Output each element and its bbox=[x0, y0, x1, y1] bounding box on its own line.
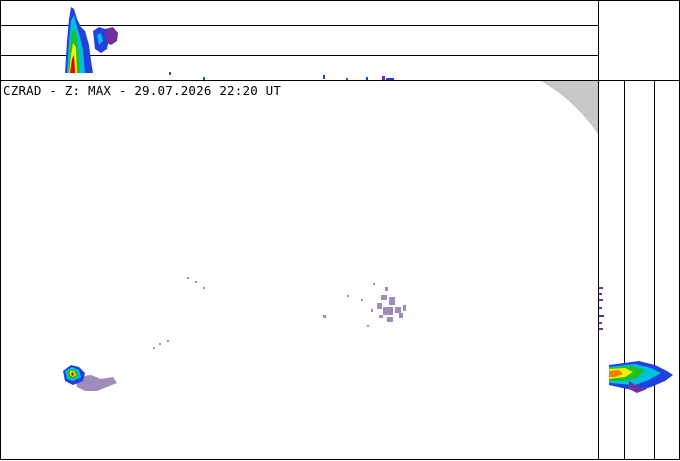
weak-echo-cluster bbox=[323, 283, 406, 327]
right-projection-panel bbox=[598, 80, 680, 460]
radar-plan-view[interactable]: CZRAD - Z: MAX - 29.07.2026 22:20 UT bbox=[0, 80, 599, 460]
page-title: CZRAD - Z: MAX - 29.07.2026 22:20 UT bbox=[3, 83, 282, 98]
height-gridline bbox=[1, 25, 598, 26]
height-gridline bbox=[1, 55, 598, 56]
storm-cell bbox=[63, 365, 117, 391]
corner-panel bbox=[598, 0, 680, 81]
echo-scatter-right bbox=[599, 287, 604, 330]
radar-echo-map bbox=[63, 81, 598, 391]
height-gridline bbox=[624, 81, 625, 459]
top-projection-panel bbox=[0, 0, 599, 81]
out-of-range-area bbox=[541, 81, 598, 135]
top-projection-echoes bbox=[65, 7, 394, 80]
echo-column-right bbox=[609, 361, 673, 393]
height-gridline bbox=[654, 81, 655, 459]
echo-column-top bbox=[65, 7, 118, 73]
right-projection-echoes bbox=[599, 287, 673, 393]
clutter-specks bbox=[153, 277, 205, 349]
echo-scatter-top bbox=[169, 72, 394, 80]
